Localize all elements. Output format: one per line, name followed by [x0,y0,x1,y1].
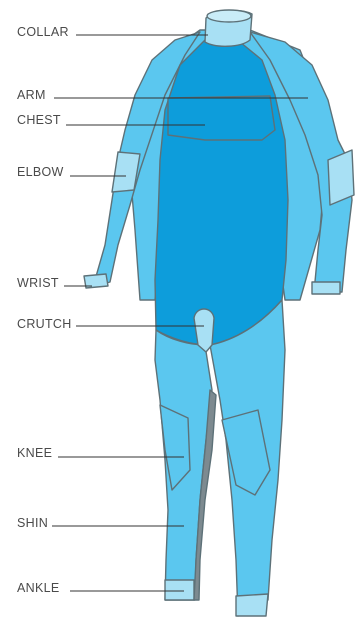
right-elbow-panel [328,150,354,205]
elbow-label: ELBOW [17,165,64,179]
collar-label: COLLAR [17,25,69,39]
collar-opening [207,10,251,22]
chest-panel [155,40,288,345]
wrist-label: WRIST [17,276,59,290]
crutch-label: CRUTCH [17,317,72,331]
right-wrist-cuff [312,282,340,294]
right-ankle-cuff [236,594,268,616]
shin-label: SHIN [17,516,48,530]
chest-plate [168,96,275,140]
chest-label: CHEST [17,113,61,127]
arm-label: ARM [17,88,46,102]
left-ankle-cuff [165,580,194,600]
ankle-label: ANKLE [17,581,60,595]
knee-label: KNEE [17,446,52,460]
